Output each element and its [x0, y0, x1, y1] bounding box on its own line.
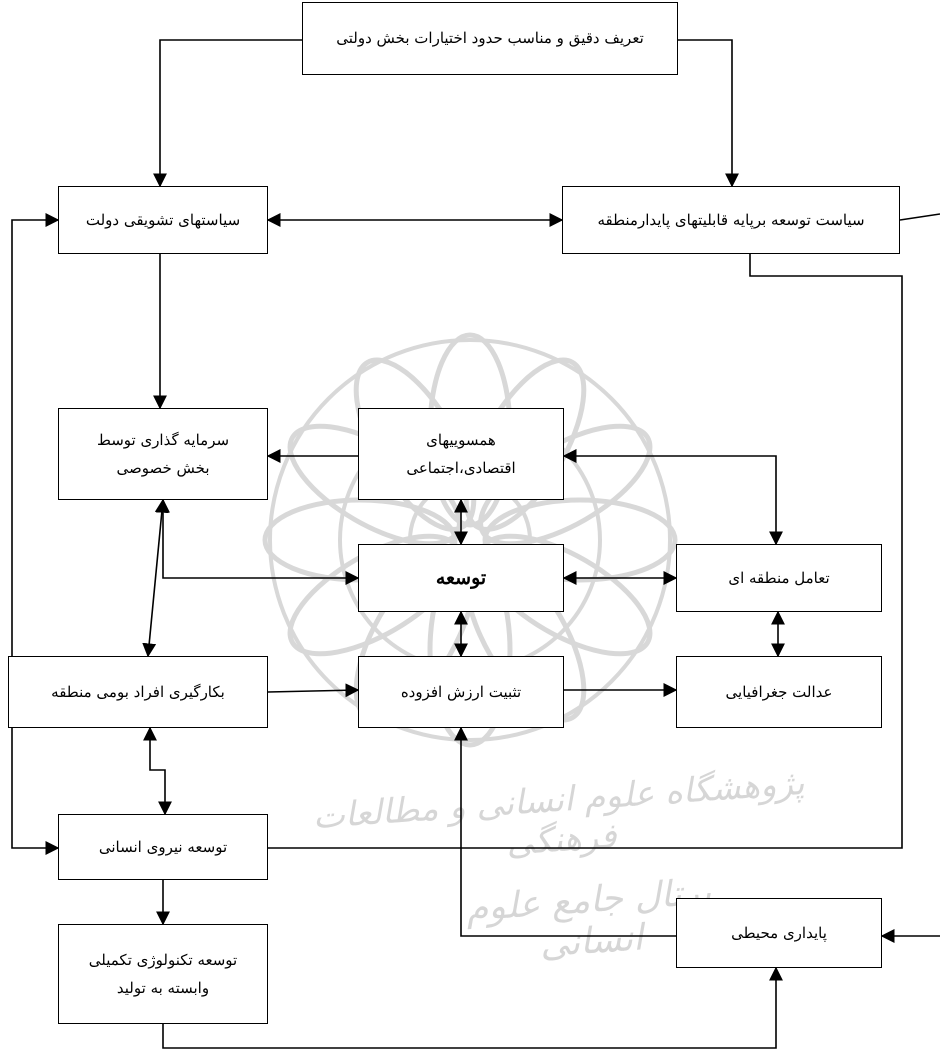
edge-authority-to-sustainable	[678, 39, 739, 188]
node-label: عدالت جغرافیایی	[725, 682, 833, 701]
node-label: توسعه	[435, 566, 487, 589]
node-label: همسوییهای اقتصادی،اجتماعی	[406, 430, 516, 478]
node-regional-interaction: تعامل منطقه ای	[676, 544, 882, 612]
node-incentive-policies: سیاستهای تشویقی دولت	[58, 186, 268, 254]
edge-tech-to-environment	[162, 966, 783, 1049]
edge-sustainable-right-tail	[899, 213, 940, 221]
node-environmental-sustainability: پایداری محیطی	[676, 898, 882, 968]
node-label: بکارگیری افراد بومی منطقه	[51, 682, 225, 701]
node-label: توسعه نیروی انسانی	[98, 837, 228, 856]
edge-authority-to-incentive	[153, 39, 302, 188]
edge-investment-development	[156, 498, 360, 585]
node-human-resource-dev: توسعه نیروی انسانی	[58, 814, 268, 880]
node-development: توسعه	[358, 544, 564, 612]
node-geographic-justice: عدالت جغرافیایی	[676, 656, 882, 728]
node-label: سیاست توسعه برپایه قابلیتهای پایدارمنطقه	[597, 210, 865, 229]
edge-environment-to-valueadded	[454, 726, 676, 937]
node-complementary-tech: توسعه تکنولوژی تکمیلی وابسته به تولید	[58, 924, 268, 1024]
edge-sustainable-to-humanres	[268, 254, 903, 849]
node-sustainable-capability-policy: سیاست توسعه برپایه قابلیتهای پایدارمنطقه	[562, 186, 900, 254]
node-label: توسعه تکنولوژی تکمیلی وابسته به تولید	[88, 950, 238, 998]
node-label: سیاستهای تشویقی دولت	[85, 210, 241, 229]
node-label: پایداری محیطی	[731, 923, 827, 942]
node-label: سرمایه گذاری توسط بخش خصوصی	[96, 430, 230, 478]
edge-employment-to-valueadded	[267, 683, 360, 698]
node-private-investment: سرمایه گذاری توسط بخش خصوصی	[58, 408, 268, 500]
node-local-employment: بکارگیری افراد بومی منطقه	[8, 656, 268, 728]
node-socioeconomic-convergence: همسوییهای اقتصادی،اجتماعی	[358, 408, 564, 500]
edge-humanres-to-incentive	[11, 213, 60, 855]
edge-employment-humanres	[143, 726, 172, 816]
node-label: تعریف دقیق و مناسب حدود اختیارات بخش دول…	[336, 29, 644, 48]
node-value-added: تثبیت ارزش افزوده	[358, 656, 564, 728]
node-label: تعامل منطقه ای	[728, 568, 830, 587]
node-govt-authority: تعریف دقیق و مناسب حدود اختیارات بخش دول…	[302, 2, 678, 75]
edge-convergence-regional	[562, 449, 783, 546]
edge-investment-employment	[142, 498, 169, 658]
node-label: تثبیت ارزش افزوده	[400, 682, 522, 701]
